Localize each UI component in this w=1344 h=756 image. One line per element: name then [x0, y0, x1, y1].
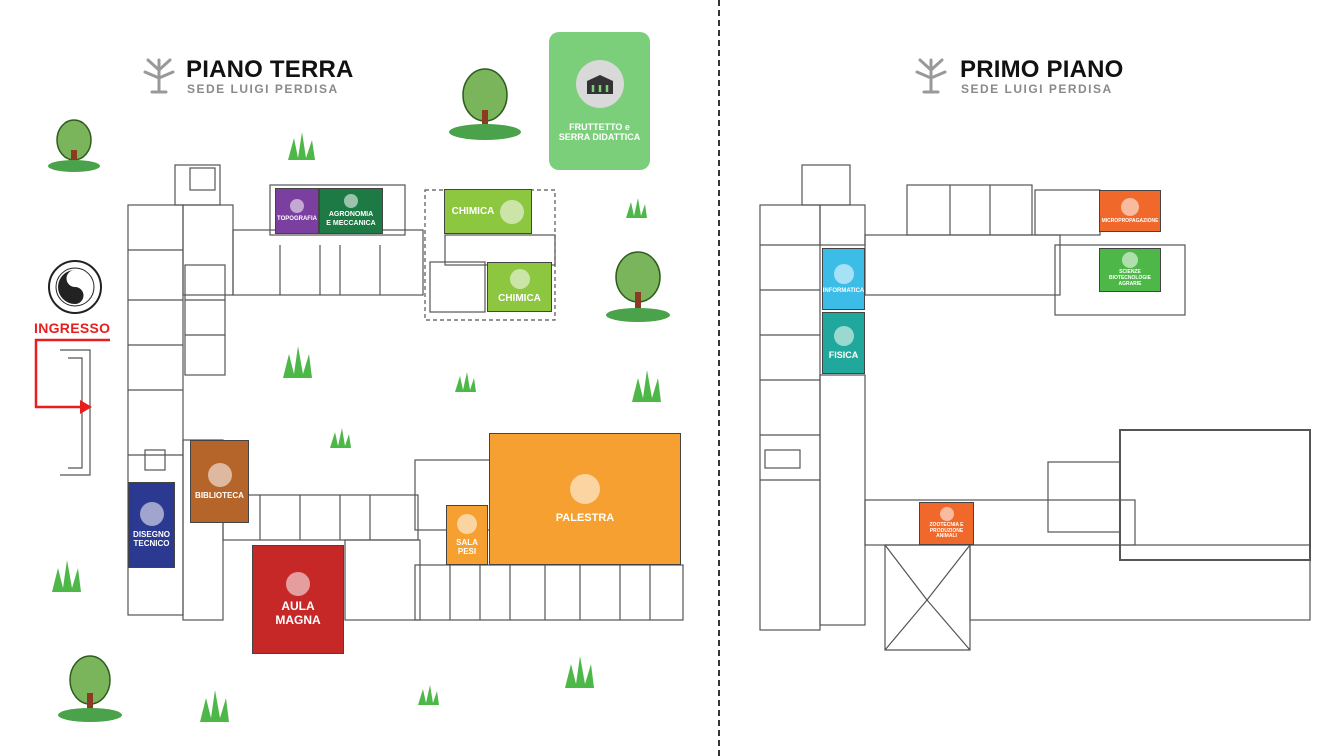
topography-icon	[290, 199, 304, 214]
room-chimica-bottom[interactable]: CHIMICA	[487, 262, 552, 312]
entrance-label: INGRESSO	[34, 320, 111, 336]
room-chimica-top[interactable]: CHIMICA	[444, 189, 532, 234]
entrance-arrow	[34, 338, 110, 409]
room-biblioteca[interactable]: BIBLIOTECA	[190, 440, 249, 523]
ground-floor-subtitle: SEDE LUIGI PERDISA	[187, 82, 339, 96]
runner-icon	[570, 473, 600, 504]
flask-icon	[500, 199, 525, 224]
room-disegno-tecnico[interactable]: DISEGNO TECNICO	[128, 482, 175, 568]
first-floor-subtitle: SEDE LUIGI PERDISA	[961, 82, 1113, 96]
pencil-ruler-icon	[139, 501, 164, 526]
plan-top-labs	[269, 184, 406, 236]
plan-south-corridor-1f	[864, 499, 1136, 546]
ground-floor-title: PIANO TERRA	[186, 56, 354, 83]
books-icon	[207, 462, 232, 487]
tree-icon	[58, 655, 122, 722]
school-logo	[48, 260, 102, 314]
plan-north-corridor	[864, 234, 1061, 296]
orchard-greenhouse-card[interactable]: FRUTTETTO e SERRA DIDATTICA	[549, 32, 650, 170]
room-informatica[interactable]: INFORMATICA	[822, 248, 865, 310]
microscope-icon	[1121, 197, 1139, 216]
theater-icon	[286, 571, 310, 596]
room-zootecnia[interactable]: ZOOTECNIA e PRODUZIONE ANIMALI	[919, 502, 974, 545]
first-floor-plan	[759, 164, 1311, 651]
entrance-arrow-head	[80, 400, 92, 414]
tree-icon	[449, 68, 521, 140]
tractor-icon	[344, 194, 358, 209]
computer-icon	[833, 263, 854, 284]
school-seal-icon	[55, 267, 95, 307]
plan-stair-top	[174, 164, 221, 206]
room-aula-magna[interactable]: AULA MAGNA	[252, 545, 344, 654]
room-scienze-biotecnologie[interactable]: SCIENZE BIOTECNOLOGIE AGRARIE	[1099, 248, 1161, 292]
grass-icon	[52, 132, 661, 722]
tree-logo-icon	[143, 58, 175, 94]
plan-left-wing	[127, 204, 184, 616]
flask-icon	[509, 269, 530, 290]
cells-icon	[1122, 252, 1138, 269]
room-agronomia-meccanica[interactable]: AGRONOMIA e MECCANICA	[319, 188, 383, 234]
tree-logo-icon	[915, 58, 947, 94]
atom-icon	[833, 325, 854, 346]
greenhouse-icon	[575, 60, 624, 108]
room-palestra[interactable]: PALESTRA	[489, 433, 681, 565]
tree-icon	[606, 251, 670, 322]
garden-decorations	[48, 68, 670, 722]
room-sala-pesi[interactable]: SALA PESI	[446, 505, 488, 565]
plan-west-wing	[759, 204, 821, 631]
room-topografia[interactable]: TOPOGRAFIA	[275, 188, 319, 234]
rooster-icon	[939, 506, 954, 521]
plan-gym-services	[414, 564, 684, 621]
tree-icon	[48, 119, 100, 172]
dumbbell-icon	[457, 513, 477, 534]
first-floor-title: PRIMO PIANO	[960, 56, 1124, 83]
room-fisica[interactable]: FISICA	[822, 312, 865, 374]
room-micropropagazione[interactable]: MICROPROPAGAZIONE	[1099, 190, 1161, 232]
plan-gym-roof	[1119, 429, 1311, 561]
floor-divider	[718, 0, 720, 756]
orchard-greenhouse-label: FRUTTETTO e SERRA DIDATTICA	[558, 122, 641, 142]
